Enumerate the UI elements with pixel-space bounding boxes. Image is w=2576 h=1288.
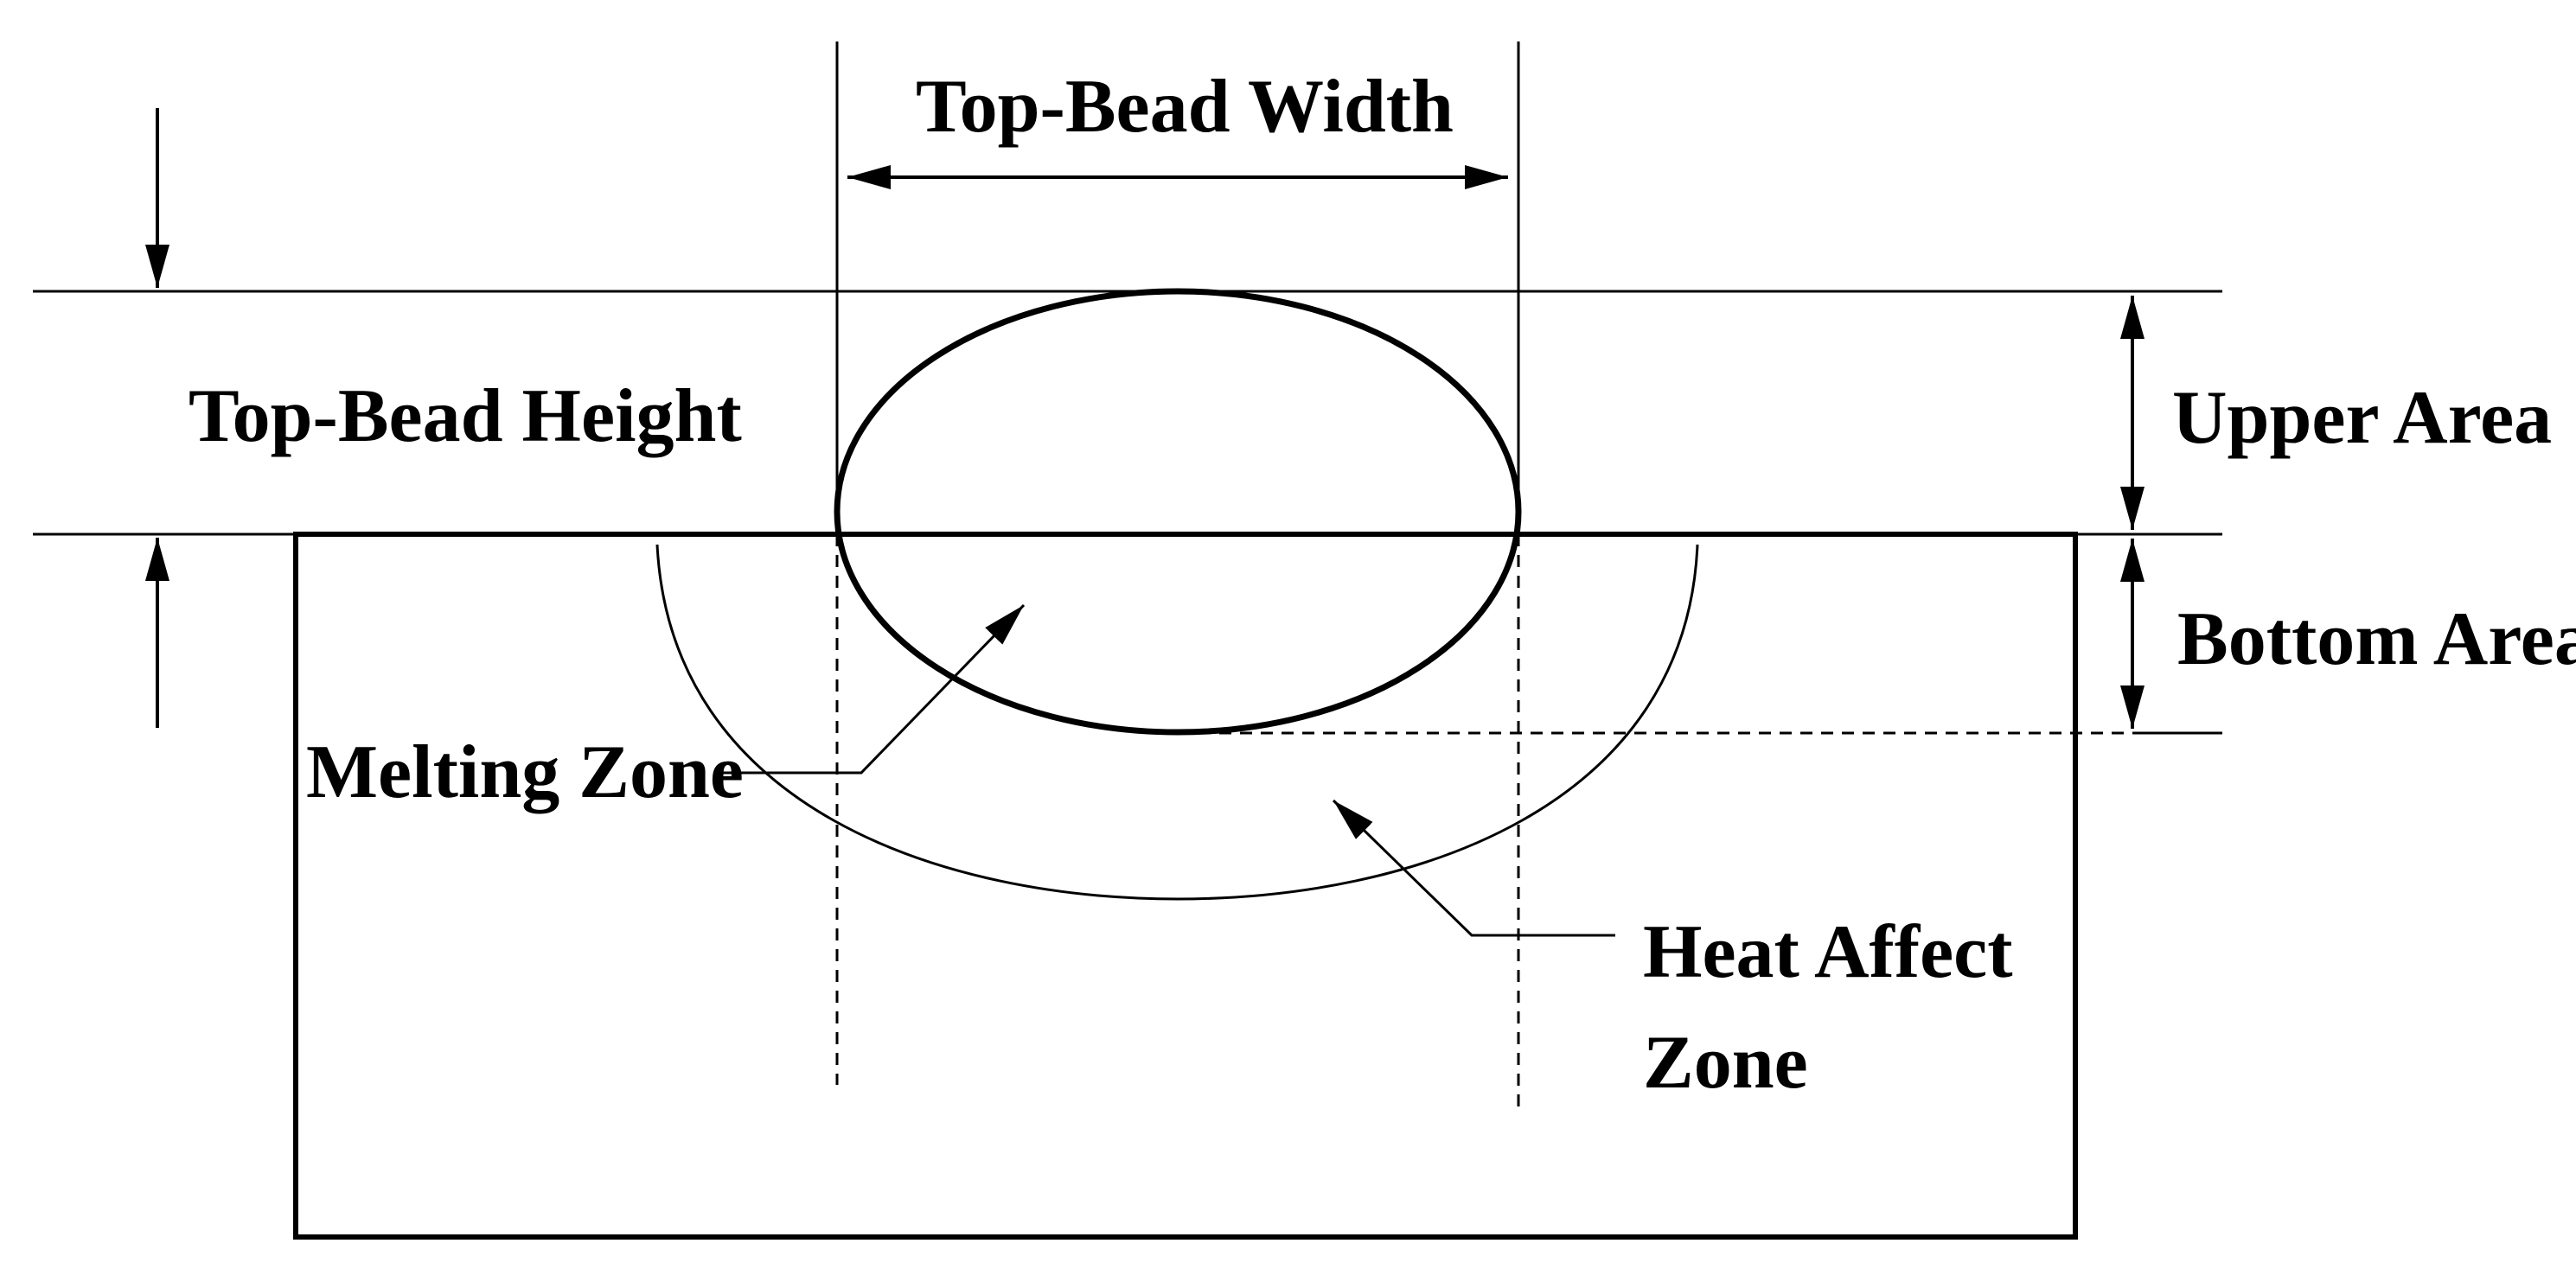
melting-zone-label: Melting Zone — [306, 730, 744, 814]
weld-bead — [834, 288, 1522, 736]
upper-area-label: Upper Area — [2172, 376, 2552, 460]
heat-affect-zone-leader — [1332, 799, 1615, 937]
heat-affect-zone-arc — [655, 544, 1699, 901]
workpiece-plate — [293, 532, 2078, 1240]
heat-affect-zone-label-line2: Zone — [1643, 1021, 1808, 1105]
heat-affect-zone-label-line1: Heat Affect — [1643, 910, 2013, 994]
top-bead-height-label: Top-Bead Height — [189, 374, 742, 458]
bottom-area-label: Bottom Area — [2177, 597, 2576, 681]
melting-zone-leader — [718, 603, 1026, 775]
top-bead-width-label: Top-Bead Width — [916, 65, 1454, 149]
